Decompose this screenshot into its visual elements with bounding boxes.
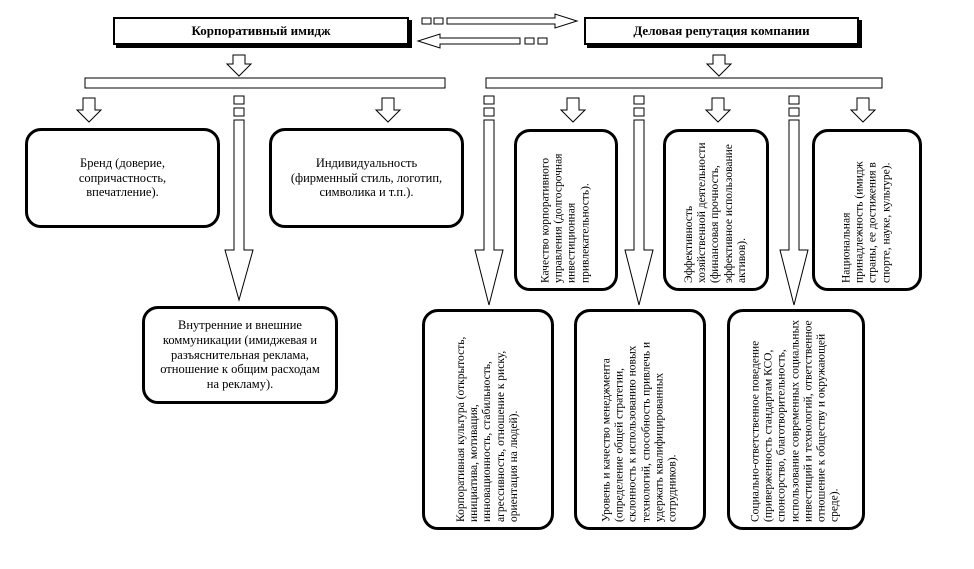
dash-segment bbox=[633, 107, 645, 117]
long-arrow-down-icon bbox=[474, 119, 504, 306]
arrow-right-icon bbox=[446, 13, 579, 29]
efficiency-box: Эффективность хозяйственной деятельности… bbox=[663, 129, 769, 291]
communications-box: Внутренние и внешние коммуникации (имидж… bbox=[142, 306, 338, 404]
block-arrow-down-icon bbox=[75, 97, 103, 123]
dash-segment bbox=[788, 107, 800, 117]
corporate-culture-text: Корпоративная культура (открытость, иниц… bbox=[454, 336, 520, 522]
management-text: Уровень и качество менеджмента (определе… bbox=[600, 341, 679, 522]
dash-segment bbox=[788, 95, 800, 105]
brand-box: Бренд (доверие, сопричастность, впечатле… bbox=[25, 128, 220, 228]
social-responsibility-text: Социально-ответственное поведение (приве… bbox=[749, 319, 842, 522]
dash-segment bbox=[233, 95, 245, 105]
dash-segment bbox=[483, 95, 495, 105]
long-arrow-down-icon bbox=[224, 119, 254, 302]
long-arrow-down-icon bbox=[779, 119, 809, 306]
left-branch-bar bbox=[84, 77, 446, 89]
dash-segment bbox=[421, 17, 432, 25]
dash-segment bbox=[524, 37, 535, 45]
arrow-left-icon bbox=[416, 33, 521, 49]
block-arrow-down-icon bbox=[704, 97, 732, 123]
corporate-image-header: Корпоративный имидж bbox=[113, 17, 409, 45]
corporate-culture-box: Корпоративная культура (открытость, иниц… bbox=[422, 309, 554, 530]
long-arrow-down-icon bbox=[624, 119, 654, 306]
nationality-text: Национальная принадлежность (имидж стран… bbox=[840, 161, 893, 283]
dash-segment bbox=[433, 17, 444, 25]
management-box: Уровень и качество менеджмента (определе… bbox=[574, 309, 706, 530]
social-responsibility-box: Социально-ответственное поведение (приве… bbox=[727, 309, 865, 530]
nationality-box: Национальная принадлежность (имидж стран… bbox=[812, 129, 922, 291]
governance-text: Качество корпоративного управления (долг… bbox=[539, 153, 592, 283]
right-branch-bar bbox=[485, 77, 883, 89]
block-arrow-down-icon bbox=[374, 97, 402, 123]
business-reputation-header: Деловая репутация компании bbox=[584, 17, 859, 45]
dash-segment bbox=[537, 37, 548, 45]
efficiency-text: Эффективность хозяйственной деятельности… bbox=[682, 142, 748, 283]
block-arrow-down-icon bbox=[705, 54, 733, 77]
block-arrow-down-icon bbox=[225, 54, 253, 77]
block-arrow-down-icon bbox=[559, 97, 587, 123]
block-arrow-down-icon bbox=[849, 97, 877, 123]
dash-segment bbox=[483, 107, 495, 117]
dash-segment bbox=[633, 95, 645, 105]
governance-box: Качество корпоративного управления (долг… bbox=[514, 129, 618, 291]
individuality-box: Индивидуальность (фирменный стиль, логот… bbox=[269, 128, 464, 228]
dash-segment bbox=[233, 107, 245, 117]
